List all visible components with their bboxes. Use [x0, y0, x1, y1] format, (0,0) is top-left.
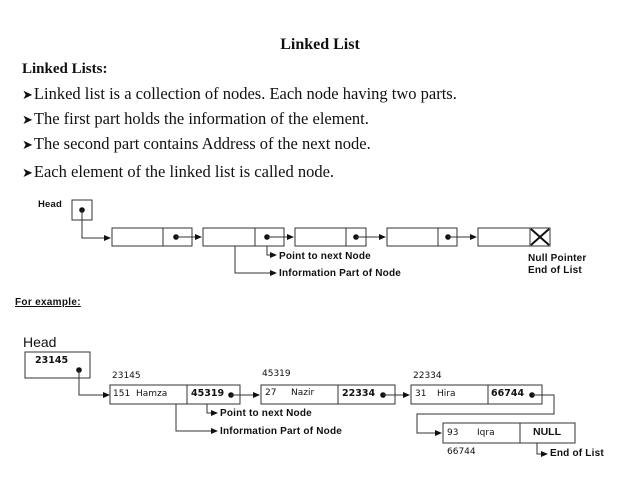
pointer-annotation-line: [206, 404, 218, 416]
end-of-list-label: End of List: [528, 265, 582, 276]
node-last: [442, 422, 576, 444]
null-pointer-label: Null Pointer: [528, 253, 587, 264]
node: [260, 384, 410, 405]
node: [111, 227, 202, 247]
bullet-item: ➤The first part holds the information of…: [22, 109, 369, 128]
node-next: 66744: [491, 388, 525, 399]
arrowhead-bullet-icon: ➤: [22, 87, 33, 102]
pointer-part-label: Point to next Node: [279, 251, 371, 262]
diagram2: [24, 351, 576, 457]
head-label: Head: [38, 199, 63, 210]
node-number: 151: [113, 389, 131, 399]
bullet-item: ➤Each element of the linked list is call…: [22, 162, 335, 181]
node: [386, 227, 477, 247]
arrowhead-bullet-icon: ➤: [22, 165, 33, 180]
node-number: 27: [265, 388, 277, 398]
arrowhead-bullet-icon: ➤: [22, 137, 33, 152]
node-number: 31: [415, 389, 427, 399]
arrowhead-bullet-icon: ➤: [22, 112, 33, 127]
head-label: Head: [23, 334, 57, 350]
node-next-null: NULL: [533, 426, 561, 438]
page-title: Linked List: [280, 36, 360, 53]
node-next: 22334: [342, 388, 376, 399]
example-heading: For example:: [15, 297, 81, 308]
node-address: 23145: [112, 371, 141, 381]
link-arrow: [416, 394, 555, 436]
end-annotation-line: [536, 443, 548, 457]
section-subtitle: Linked Lists:: [22, 61, 108, 77]
node-name: Hamza: [136, 389, 168, 399]
end-of-list-label: End of List: [550, 448, 604, 459]
node-last: [477, 227, 551, 247]
bullet-item: ➤The second part contains Address of the…: [22, 134, 371, 153]
node-name: Nazir: [291, 388, 315, 398]
node-next: 45319: [191, 388, 225, 399]
info-annotation-line: [234, 246, 277, 276]
node-address: 45319: [262, 369, 291, 379]
null-cross-icon: [530, 228, 550, 246]
pointer-annotation-line: [266, 246, 277, 258]
pointer-part-label: Point to next Node: [220, 408, 312, 419]
bullet-item: ➤Linked list is a collection of nodes. E…: [22, 84, 457, 103]
diagram1: [71, 199, 551, 276]
node-name: Iqra: [477, 428, 495, 438]
info-annotation-line: [175, 404, 218, 434]
head-link-line: [78, 370, 110, 398]
node-address: 22334: [413, 371, 442, 381]
node: [294, 227, 386, 247]
info-part-label: Information Part of Node: [279, 268, 402, 279]
node: [202, 227, 294, 247]
head-value: 23145: [35, 355, 69, 366]
node-name: Hira: [437, 389, 456, 399]
node-number: 93: [447, 428, 459, 438]
head-link-line: [81, 210, 111, 241]
info-part-label: Information Part of Node: [220, 426, 343, 437]
node: [109, 384, 260, 405]
node-address: 66744: [447, 447, 476, 457]
node: [410, 384, 555, 436]
